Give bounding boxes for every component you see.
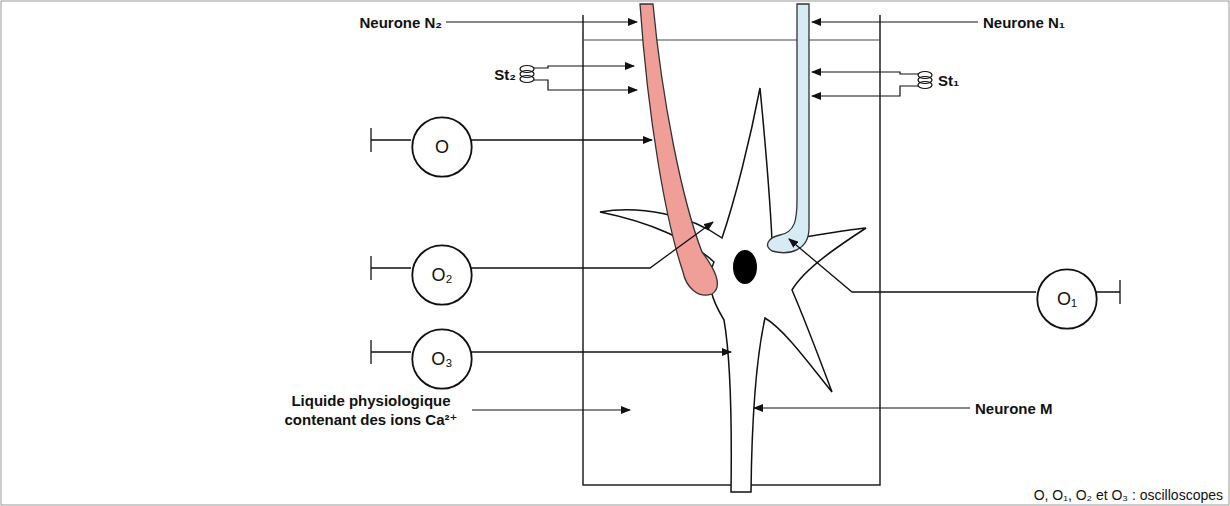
oscilloscope-name: O₂ xyxy=(411,244,473,306)
stimulator-label: St₂ xyxy=(494,65,516,84)
medium-label: Liquide physiologique contenant des ions… xyxy=(275,391,467,429)
neuron-label: Neurone N₁ xyxy=(983,13,1065,32)
neuron-n1 xyxy=(768,4,809,253)
oscilloscope-circle: O xyxy=(411,116,473,178)
neuron-m xyxy=(600,88,866,492)
legend-note: O, O₁, O₂ et O₃ : oscilloscopes xyxy=(1034,486,1223,505)
leader-line xyxy=(812,21,978,22)
neuron-label: Neurone M xyxy=(975,399,1053,418)
stimulator-st1 xyxy=(812,72,932,97)
oscilloscope-name: O₁ xyxy=(1036,268,1098,330)
leader-line xyxy=(472,409,630,410)
neuron-label: Neurone N₂ xyxy=(359,13,442,32)
oscilloscope-circle: O₁ xyxy=(1036,268,1098,330)
leader-line xyxy=(446,21,637,22)
oscilloscope-name: O xyxy=(411,116,473,178)
neuron-n2 xyxy=(640,4,717,295)
stimulator-label: St₁ xyxy=(938,71,959,90)
oscilloscope-circle: O₃ xyxy=(411,328,473,390)
nucleus xyxy=(733,250,757,284)
stimulator-st2 xyxy=(520,66,637,91)
oscilloscope-circle: O₂ xyxy=(411,244,473,306)
oscilloscope-name: O₃ xyxy=(411,328,473,390)
leader-line xyxy=(754,407,970,408)
liquid-surface xyxy=(583,40,880,41)
